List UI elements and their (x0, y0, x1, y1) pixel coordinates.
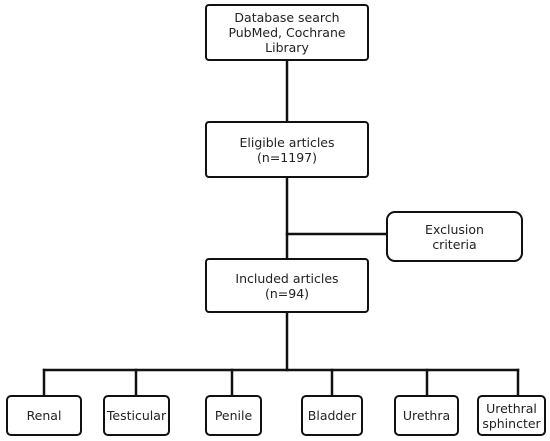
node-renal: Renal (6, 395, 82, 436)
node-database-search-line2: PubMed, Cochrane (228, 25, 346, 40)
node-database-search-line1: Database search (234, 10, 340, 25)
node-testicular: Testicular (103, 395, 170, 436)
node-urethra-label: Urethra (402, 408, 451, 423)
node-exclusion-criteria-line1: Exclusion (425, 221, 484, 237)
node-urethra: Urethra (394, 395, 459, 436)
node-urethral-sphincter: Urethral sphincter (477, 395, 546, 436)
node-bladder: Bladder (301, 395, 363, 436)
node-database-search: Database search PubMed, Cochrane Library (205, 4, 369, 61)
node-database-search-line3: Library (265, 40, 309, 55)
node-exclusion-criteria: Exclusion criteria (386, 211, 523, 262)
node-included-articles: Included articles (n=94) (205, 258, 369, 313)
node-testicular-label: Testicular (106, 408, 167, 423)
node-eligible-articles-line2: (n=1197) (257, 149, 317, 165)
node-eligible-articles: Eligible articles (n=1197) (205, 121, 369, 178)
node-bladder-label: Bladder (307, 408, 357, 423)
node-included-articles-line2: (n=94) (264, 285, 310, 301)
node-penile: Penile (205, 395, 262, 436)
node-urethral-sphincter-line2: sphincter (482, 415, 541, 431)
node-eligible-articles-line1: Eligible articles (239, 134, 335, 150)
node-penile-label: Penile (214, 408, 253, 423)
node-urethral-sphincter-line1: Urethral (486, 400, 537, 416)
node-renal-label: Renal (26, 408, 62, 423)
node-exclusion-criteria-line2: criteria (432, 236, 477, 252)
node-included-articles-line1: Included articles (235, 270, 339, 286)
